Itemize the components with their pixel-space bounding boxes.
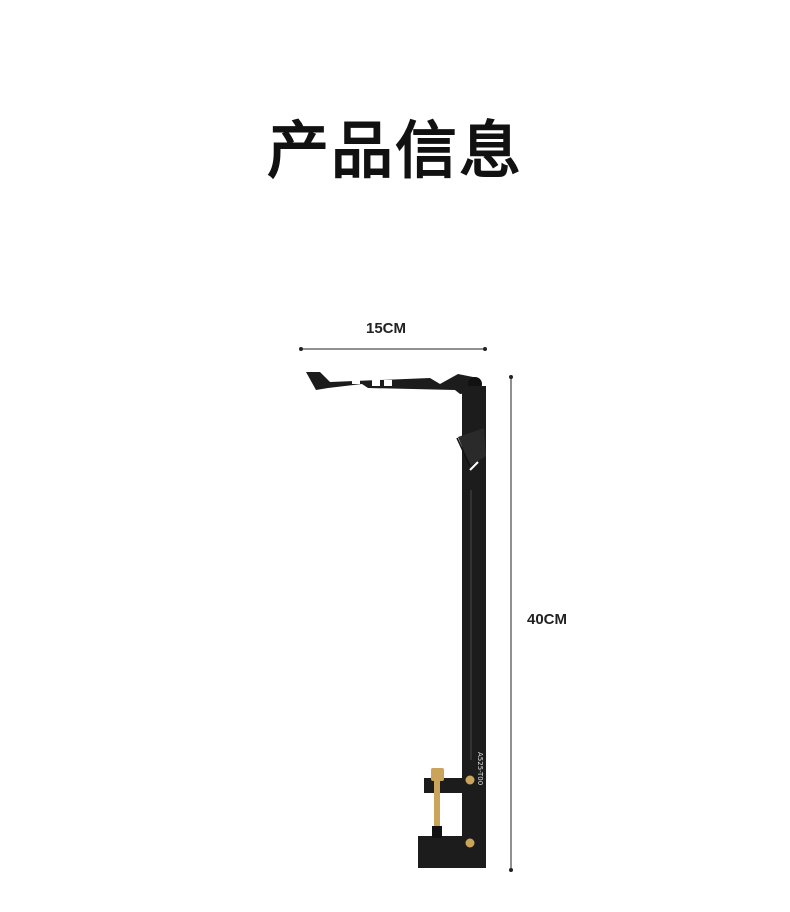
- clamp-arm: [424, 778, 464, 793]
- stand-body: A525-T00: [306, 372, 486, 868]
- pole-marking: A525-T00: [476, 752, 484, 785]
- side-clip: [458, 428, 486, 466]
- height-dimension-line: [509, 375, 513, 872]
- width-dimension-label: 15CM: [366, 320, 407, 337]
- page-title: 产品信息: [266, 114, 523, 187]
- brass-knob: [431, 768, 444, 781]
- clamp-base: [418, 836, 486, 868]
- brass-screw: [434, 780, 440, 832]
- height-dimension-label: 40CM: [527, 611, 568, 628]
- width-dimension-line: [299, 347, 487, 351]
